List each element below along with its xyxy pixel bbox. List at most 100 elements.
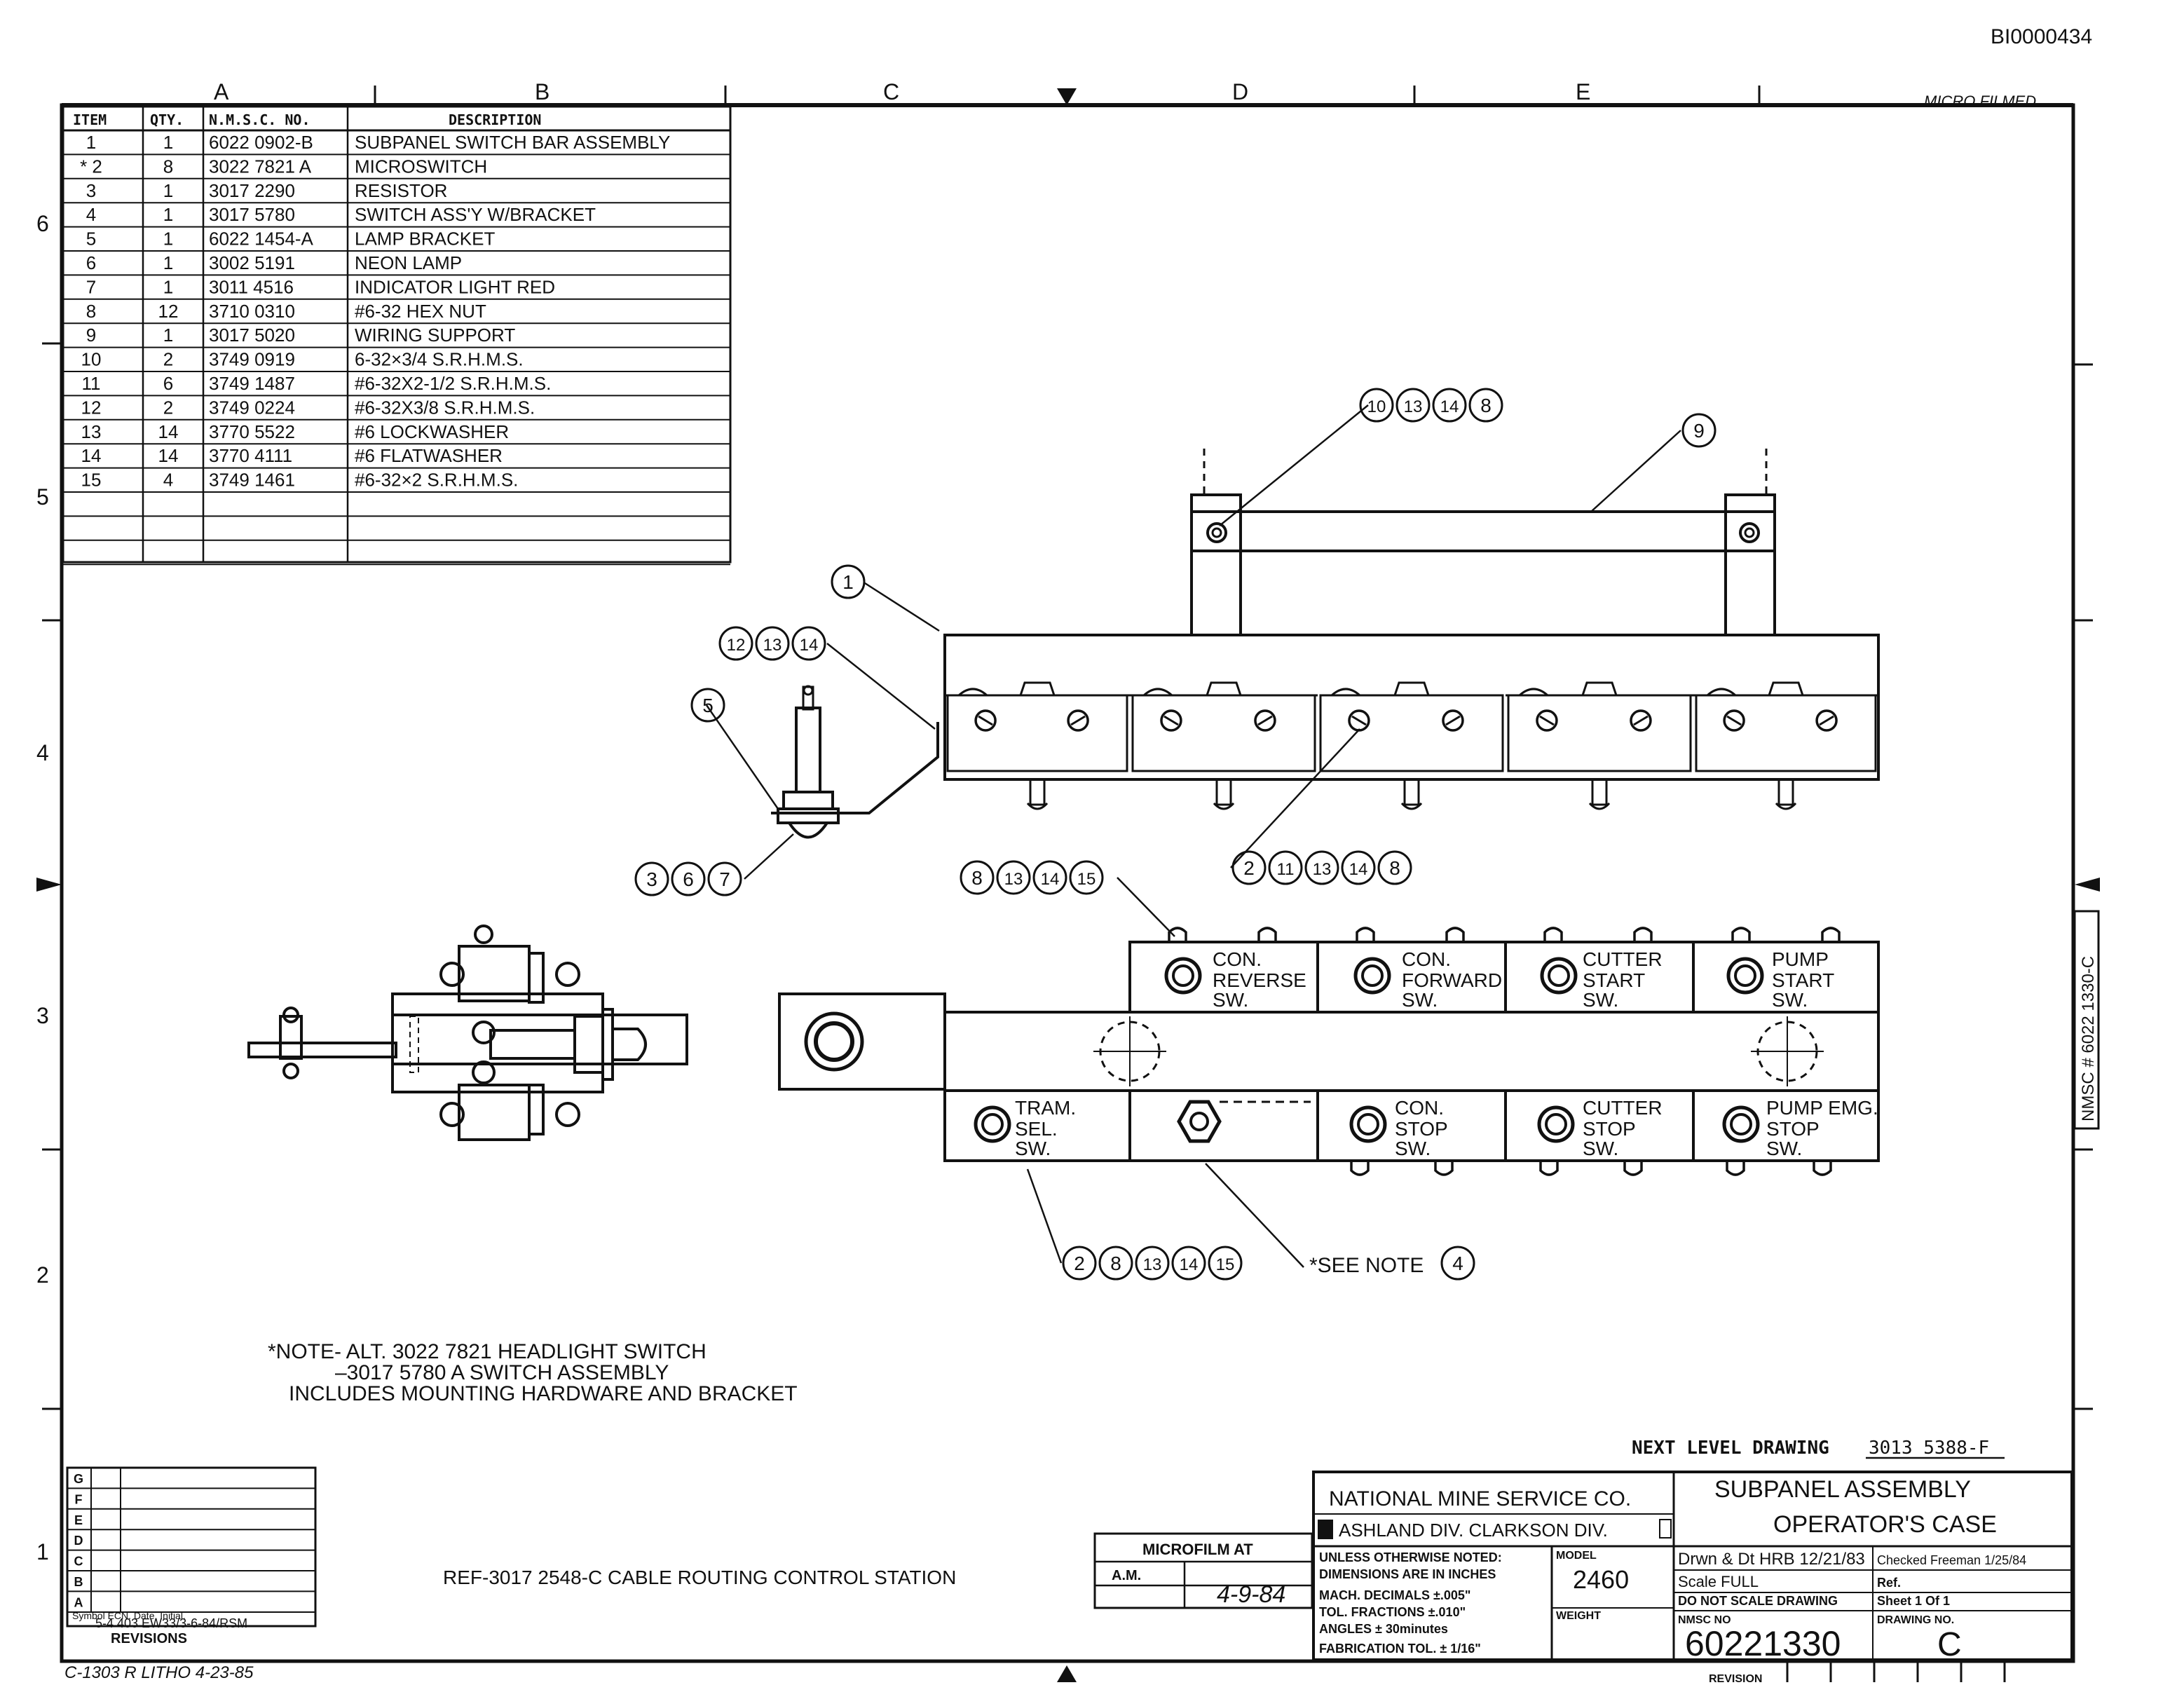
microfilm-label: A.M.	[1112, 1568, 1141, 1583]
document-id: BI0000434	[1991, 25, 2092, 48]
litho-stamp: C-1303 R LITHO 4-23-85	[64, 1663, 254, 1682]
nut-icon	[1813, 1161, 1832, 1176]
parts-cell-qty: 8	[163, 156, 173, 177]
center-mark-right	[2075, 878, 2100, 892]
top-view-microswitch	[1131, 694, 1316, 772]
parts-cell-item: 11	[82, 373, 101, 394]
callout-number: 9	[1693, 420, 1705, 442]
nmsc-label: NMSC NO	[1678, 1614, 1731, 1626]
microfilm-title: MICROFILM AT	[1142, 1541, 1253, 1558]
nut-icon	[1350, 1161, 1370, 1176]
company-divisions: ASHLAND DIV. CLARKSON DIV.	[1339, 1520, 1608, 1541]
top-view-microswitch	[1507, 694, 1692, 772]
parts-cell-no: 3749 1487	[209, 373, 295, 394]
parts-cell-item: 9	[86, 325, 96, 346]
parts-cell-qty: 1	[163, 180, 173, 201]
parts-header-qty: QTY.	[150, 111, 184, 128]
callout-balloon	[1341, 850, 1376, 885]
parts-cell-no: 3011 4516	[209, 276, 294, 297]
support-leg-right	[1724, 493, 1776, 636]
parts-cell-desc: SWITCH ASS'Y W/BRACKET	[355, 204, 596, 225]
parts-cell-item: 4	[86, 204, 96, 225]
parts-cell-desc: #6-32X3/8 S.R.H.M.S.	[355, 397, 535, 418]
parts-cell-item: 15	[81, 470, 102, 491]
weight-label: WEIGHT	[1556, 1610, 1601, 1622]
parts-header-description: DESCRIPTION	[449, 111, 541, 128]
parts-cell-qty: 1	[163, 325, 173, 346]
label-con-stop-2: STOP	[1395, 1118, 1448, 1140]
callout-number: 14	[1440, 397, 1459, 416]
zone-row-1: 1	[36, 1539, 49, 1564]
screw-head-icon	[1442, 709, 1464, 732]
parts-cell-qty: 1	[163, 204, 173, 225]
nut-icon	[1633, 927, 1653, 942]
callout-number: 14	[1041, 870, 1060, 889]
model-label: MODEL	[1556, 1550, 1597, 1562]
revision-letter: F	[75, 1492, 83, 1506]
callout-balloon	[1681, 413, 1717, 448]
ref-label: Ref.	[1877, 1576, 1901, 1590]
revision-label: REVISION	[1709, 1673, 1762, 1685]
top-view-microswitch	[946, 694, 1128, 772]
callout-number: 10	[1367, 397, 1386, 416]
label-con-reverse-2: REVERSE	[1213, 969, 1306, 991]
callout-number: 3	[646, 868, 657, 890]
screw-head-icon	[1254, 709, 1276, 732]
callout-balloon	[707, 861, 742, 896]
callout-number: 2	[1074, 1253, 1085, 1274]
label-pump-start-2: START	[1772, 969, 1834, 991]
callout-balloon	[996, 860, 1031, 895]
callout-balloon	[1135, 1246, 1170, 1281]
label-pump-emg-3: SW.	[1766, 1138, 1802, 1159]
switch-pump-emg-stop	[1692, 1089, 1880, 1162]
leader-lines	[705, 404, 1681, 1268]
parts-cell-desc: #6 FLATWASHER	[355, 445, 503, 466]
label-con-forward-2: FORWARD	[1402, 969, 1502, 991]
callout-balloon	[1304, 850, 1339, 885]
parts-cell-desc: 6-32×3/4 S.R.H.M.S.	[355, 349, 524, 370]
indicator-light	[788, 821, 828, 839]
zone-col-e: E	[1576, 79, 1590, 104]
zone-row-4: 4	[36, 740, 49, 765]
note-line-2: –3017 5780 A SWITCH ASSEMBLY	[335, 1361, 669, 1384]
callout-balloon	[1359, 388, 1394, 423]
next-level-value: 3013 5388-F	[1869, 1438, 1989, 1459]
parts-cell-item: * 2	[80, 156, 102, 177]
general-note: *NOTE- ALT. 3022 7821 HEADLIGHT SWITCH –…	[268, 1340, 798, 1405]
top-view-switch-bar	[771, 449, 1880, 839]
title-block: NATIONAL MINE SERVICE CO. ASHLAND DIV. C…	[1312, 1471, 2073, 1685]
callout-number: 14	[800, 636, 819, 655]
screw-head-icon	[1815, 709, 1838, 732]
nut-icon	[1356, 927, 1375, 942]
zone-row-3: 3	[36, 1003, 49, 1028]
parts-cell-no: 3022 7821 A	[209, 156, 312, 177]
parts-cell-no: 3017 2290	[209, 180, 295, 201]
revisions-title: REVISIONS	[111, 1631, 187, 1646]
tol-note-1: UNLESS OTHERWISE NOTED:	[1319, 1550, 1502, 1564]
parts-cell-desc: #6-32×2 S.R.H.M.S.	[355, 470, 518, 491]
drawing-no-value: C	[1937, 1626, 1962, 1663]
screw-head-icon	[1536, 709, 1558, 732]
label-cutter-start-2: START	[1583, 969, 1645, 991]
switch-pump-start	[1692, 941, 1880, 1014]
label-tram-sel-3: SW.	[1015, 1138, 1051, 1159]
callout-number: 5	[702, 695, 714, 716]
reference-text: REF-3017 2548-C CABLE ROUTING CONTROL ST…	[443, 1567, 956, 1588]
parts-cell-qty: 1	[163, 228, 173, 250]
nut-icon	[1731, 927, 1751, 942]
callout-balloon	[1032, 860, 1067, 895]
parts-cell-no: 3770 4111	[209, 445, 292, 466]
parts-cell-desc: NEON LAMP	[355, 252, 462, 273]
callout-number: 8	[971, 867, 983, 889]
label-con-stop-3: SW.	[1395, 1138, 1431, 1159]
parts-cell-no: 6022 0902-B	[209, 132, 313, 153]
revisions-footer: Symbol ECN. Date, Initial.	[72, 1610, 186, 1621]
parts-cell-item: 1	[86, 132, 96, 153]
callout-number: 2	[1243, 857, 1255, 879]
sheet-count: Sheet 1 Of 1	[1877, 1594, 1950, 1608]
top-view-microswitch	[1319, 694, 1504, 772]
label-pump-emg-2: STOP	[1766, 1118, 1820, 1140]
scale-value: Scale FULL	[1678, 1573, 1759, 1590]
screw-head-icon	[1630, 709, 1652, 732]
